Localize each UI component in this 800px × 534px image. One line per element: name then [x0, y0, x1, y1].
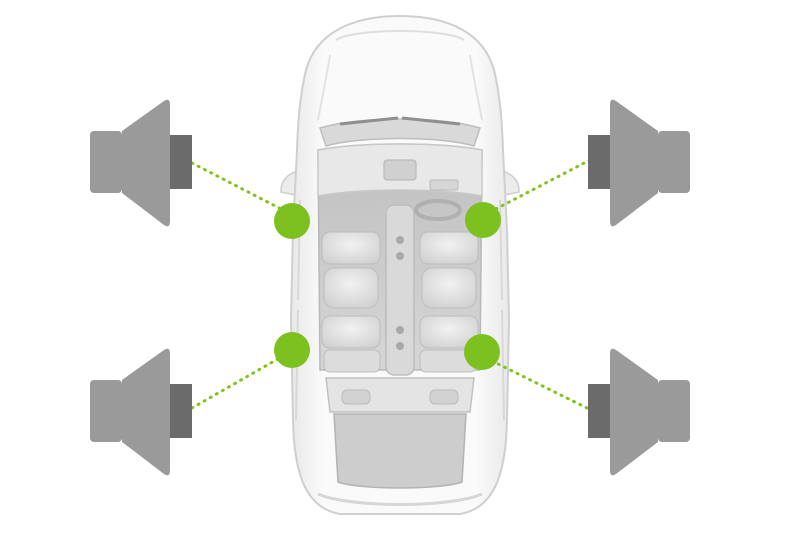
hood-crease-left — [317, 54, 331, 121]
speaker-cone — [610, 348, 658, 476]
speaker-body — [658, 131, 690, 193]
speaker-icon — [588, 348, 690, 476]
speaker-body — [658, 380, 690, 442]
right-display — [429, 179, 459, 191]
connector-front-left — [190, 161, 285, 212]
console-knob-3 — [396, 326, 404, 334]
rear-right-seat — [419, 315, 479, 373]
front-left-seat — [321, 231, 381, 309]
speaker-point-rear-right — [464, 334, 500, 370]
center-console — [385, 204, 415, 376]
rear-headrest-right — [429, 389, 459, 405]
speaker-icon — [90, 99, 192, 227]
speaker-cone — [610, 99, 658, 227]
hood-crease-right — [469, 54, 483, 121]
trunk — [333, 413, 467, 489]
windshield-wipers — [339, 116, 461, 126]
speaker-body — [90, 131, 122, 193]
speaker-body — [90, 380, 122, 442]
speaker-cone — [122, 99, 170, 227]
speaker-cone — [122, 348, 170, 476]
connector-rear-right — [488, 358, 589, 410]
connectors — [190, 158, 592, 410]
speaker-magnet — [588, 384, 610, 438]
speaker-point-front-right — [465, 202, 501, 238]
speaker-magnet — [588, 135, 610, 189]
connector-rear-left — [190, 354, 285, 410]
speaker-point-rear-left — [274, 332, 310, 368]
speaker-magnet — [170, 384, 192, 438]
hood-line — [335, 30, 465, 41]
center-display — [383, 159, 417, 181]
speaker-icon — [90, 348, 192, 476]
speaker-points — [274, 202, 501, 370]
console-knob-2 — [396, 252, 404, 260]
connector-front-right — [488, 158, 592, 214]
speaker-magnet — [170, 135, 192, 189]
speaker-icon — [588, 99, 690, 227]
rear-bumper — [317, 492, 483, 506]
car-top-view — [280, 14, 520, 515]
speaker-point-front-left — [274, 203, 310, 239]
console-knob-4 — [396, 342, 404, 350]
console-knob-1 — [396, 236, 404, 244]
steering-wheel — [414, 199, 462, 221]
front-right-seat — [419, 231, 479, 309]
rear-headrest-left — [341, 389, 371, 405]
rear-left-seat — [321, 315, 381, 373]
